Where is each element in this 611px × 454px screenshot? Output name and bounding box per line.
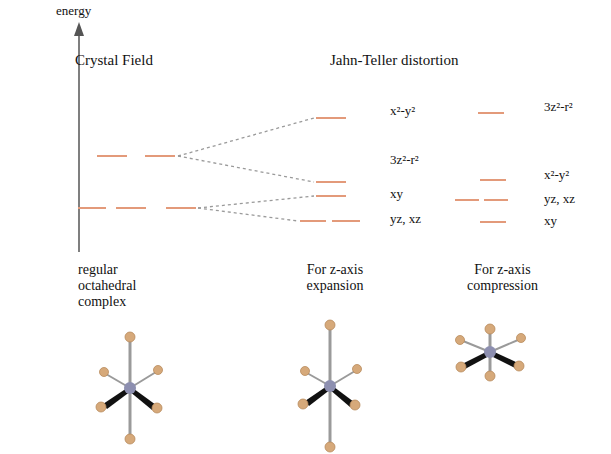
eg-level — [145, 155, 175, 157]
section-heading: Jahn-Teller distortion — [330, 52, 459, 69]
orbital-label: xy — [390, 187, 403, 202]
axis-arrowhead — [74, 22, 84, 36]
level — [300, 220, 326, 222]
level — [478, 112, 504, 114]
orbital-label: yz, xz — [390, 212, 421, 227]
dotted-line — [198, 208, 298, 221]
octahedron-regular — [96, 332, 163, 444]
level — [480, 179, 506, 181]
level — [484, 199, 508, 201]
t2g-level — [78, 207, 106, 209]
t2g-level — [166, 207, 196, 209]
orbital-label: x²-y² — [390, 104, 415, 119]
level — [316, 117, 346, 119]
level — [316, 181, 346, 183]
energy-levels — [78, 113, 508, 222]
octahedron-expanded — [298, 320, 362, 452]
orbital-label: 3z²-r² — [390, 153, 419, 168]
dotted-line — [178, 156, 314, 182]
level — [332, 220, 360, 222]
eg-level — [97, 155, 127, 157]
octahedron-compressed — [456, 324, 526, 381]
section-heading: Crystal Field — [75, 52, 153, 69]
correlation-lines — [178, 118, 314, 221]
caption-label: regular octahedral complex — [78, 262, 168, 310]
level — [480, 221, 506, 223]
caption-label: For z-axis expansion — [280, 262, 390, 294]
t2g-level — [116, 207, 146, 209]
level — [316, 195, 346, 197]
orbital-label: x²-y² — [544, 168, 569, 183]
orbital-label: xy — [544, 214, 557, 229]
dotted-line — [198, 196, 314, 208]
level — [455, 199, 479, 201]
caption-label: For z-axis compression — [445, 262, 560, 294]
axis-label: energy — [56, 4, 91, 19]
orbital-label: yz, xz — [544, 192, 575, 207]
dotted-line — [178, 118, 314, 156]
orbital-label: 3z²-r² — [544, 100, 573, 115]
